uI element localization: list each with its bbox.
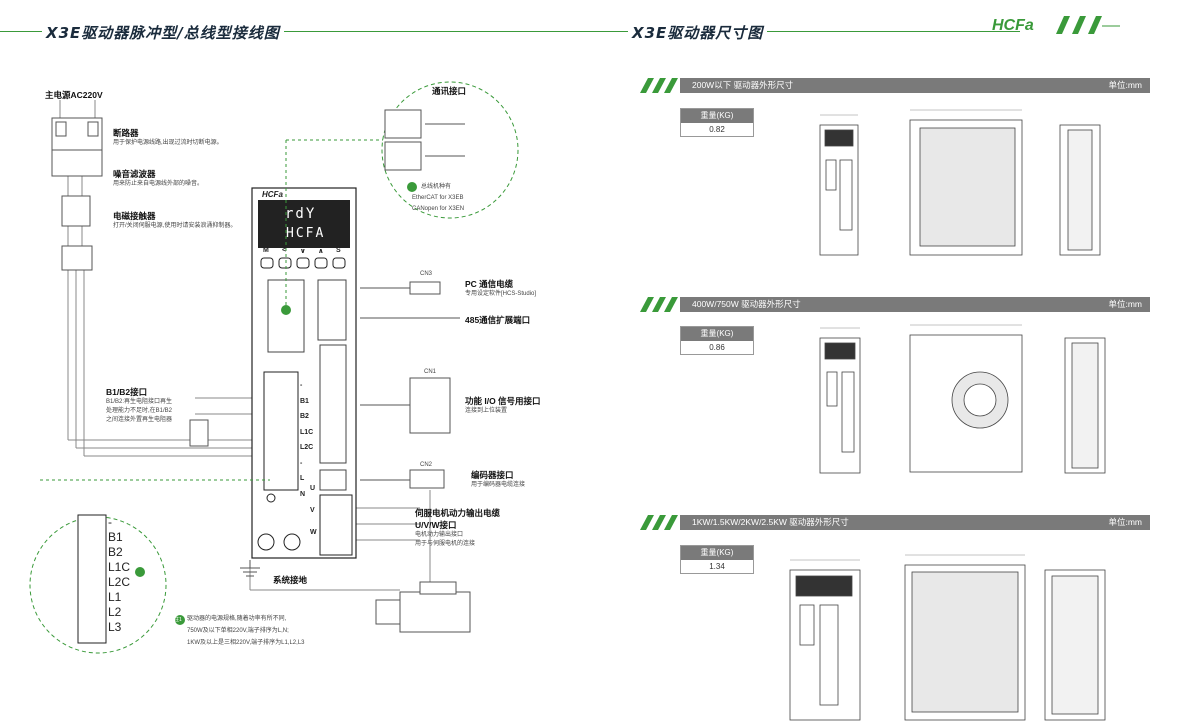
cn2-tag: CN2 (420, 462, 433, 468)
drive-brand: HCFa (262, 190, 283, 199)
display-bottom: HCFA (286, 226, 326, 241)
section-2-weight: 重量(KG) 0.86 (680, 326, 754, 355)
section-3-title: 1KW/1.5KW/2KW/2.5KW 驱动器外形尺寸 (692, 517, 849, 527)
note-line3: 1KW及以上是三相220V,端子排序为L1,L2,L3 (187, 640, 305, 646)
zoom-terminal-5: L2C (108, 575, 131, 589)
section-3-weight: 重量(KG) 1.34 (680, 545, 754, 574)
note-line1: 驱动器的电源规格,随着功率有所不同, (187, 616, 287, 622)
terminal-labels: - B1 B2 L1C L2C - L N (300, 378, 313, 502)
terminal-5: L2C (300, 444, 314, 451)
cn3-desc: 专用设定软件[HCS-Studio] (465, 291, 537, 297)
terminal-3: B2 (300, 413, 309, 420)
breaker-title: 断路器 (113, 128, 139, 138)
ground-label: 系统接地 (273, 575, 308, 585)
dimension-title: X3E驱动器尺寸图 (628, 22, 768, 43)
weight-value: 0.82 (709, 125, 725, 134)
weight-label: 重量(KG) (681, 546, 753, 560)
section-1-bar: 200W以下 驱动器外形尺寸 单位:mm (680, 78, 1150, 93)
zoom-terminal-7: L2 (108, 605, 122, 619)
filter-desc: 用来防止来自电源线外部的噪音。 (113, 181, 204, 187)
weight-label: 重量(KG) (681, 327, 753, 341)
section-2-bar: 400W/750W 驱动器外形尺寸 单位:mm (680, 297, 1150, 312)
wiring-title: X3E驱动器脉冲型/总线型接线图 (42, 22, 284, 43)
contactor-desc: 打开/关闭伺服电源,使用时请安装浪涌抑制器。 (113, 223, 237, 229)
cn3-tag: CN3 (420, 271, 433, 277)
zoom-terminal-4: L1C (108, 560, 131, 574)
section-1-weight: 重量(KG) 0.82 (680, 108, 754, 137)
note-line2: 750W及以下单相220V,端子排序为L,N; (187, 628, 289, 634)
section-2-unit: 单位:mm (1108, 299, 1142, 309)
b1b2-desc3: 之间连接外置再生电阻器 (106, 417, 173, 423)
cn1-desc: 连接到上位装置 (465, 408, 508, 414)
section-2-title: 400W/750W 驱动器外形尺寸 (692, 299, 801, 309)
b1b2-title: B1/B2接口 (106, 387, 148, 397)
motor-desc2: 用于与伺服电机的连接 (415, 541, 476, 547)
zoom-terminal-2: B1 (108, 530, 123, 544)
uvw-labels: U V W (310, 478, 317, 544)
weight-value: 1.34 (709, 562, 725, 571)
cn3-title: PC 通信电缆 (465, 279, 514, 289)
up-button[interactable]: ∧ (318, 248, 324, 255)
comm-note1: 总线机种有 (421, 184, 452, 190)
cn1-tag: CN1 (424, 369, 437, 375)
brand-text: HCFa (992, 17, 1034, 34)
filter-title: 噪音滤波器 (113, 169, 156, 179)
section-1-icon (640, 78, 680, 98)
set-button[interactable]: S (336, 247, 341, 254)
comm-note2: EtherCAT for X3EB (412, 195, 464, 201)
motor-title2: U/V/W接口 (415, 520, 457, 530)
terminal-8: N (300, 490, 306, 498)
section-1-unit: 单位:mm (1108, 80, 1142, 90)
wiring-diagram (29, 81, 519, 654)
motor-title: 伺服电机动力输出电缆 (415, 508, 501, 518)
dimension-drawings (789, 109, 1106, 721)
breaker-desc: 用于保护电源线路,出现过流时切断电源。 (113, 140, 223, 146)
motor-desc1: 电机动力输出接口 (415, 532, 464, 538)
section-1-title: 200W以下 驱动器外形尺寸 (692, 80, 794, 90)
comm-title: 通讯接口 (432, 86, 467, 96)
zoom-terminal-8: L3 (108, 620, 122, 634)
terminal-7: L (300, 475, 305, 482)
b1b2-desc1: B1/B2:再生电阻接口再生 (106, 399, 173, 405)
section-3-unit: 单位:mm (1108, 517, 1142, 527)
mode-button[interactable]: M (263, 247, 269, 254)
zoom-terminal-3: B2 (108, 545, 123, 559)
terminal-1: - (300, 382, 303, 389)
port485-title: 485通信扩展端口 (465, 315, 531, 325)
power-label: 主电源AC220V (45, 90, 103, 100)
shift-button[interactable]: < (282, 247, 287, 254)
cn2-desc: 用于编码器电缆连接 (471, 482, 526, 488)
zoom-terminal-1: - (108, 515, 112, 529)
b1b2-desc2: 处理能力不足时,在B1/B2 (106, 408, 173, 414)
terminal-u: U (310, 485, 316, 492)
terminal-w: W (310, 529, 317, 536)
terminal-4: L1C (300, 428, 314, 436)
contactor-title: 电磁接触器 (113, 211, 156, 221)
brand-logo: HCFa (990, 14, 1120, 41)
section-3-icon (640, 515, 680, 535)
down-button[interactable]: ∨ (300, 248, 306, 255)
zoom-terminal-labels: - B1 B2 L1C L2C L1 L2 L3 (108, 515, 130, 635)
cn1-title: 功能 I/O 信号用接口 (465, 396, 541, 406)
section-3-bar: 1KW/1.5KW/2KW/2.5KW 驱动器外形尺寸 单位:mm (680, 515, 1150, 530)
section-2-icon (640, 297, 680, 317)
terminal-6: - (300, 459, 303, 467)
terminal-v: V (310, 507, 315, 514)
comm-note3: CANopen for X3EN (412, 206, 465, 212)
weight-value: 0.86 (709, 343, 725, 352)
cn2-title: 编码器接口 (471, 470, 514, 480)
zoom-terminal-6: L1 (108, 590, 122, 604)
display-top: rdY (285, 206, 317, 222)
terminal-2: B1 (300, 397, 309, 405)
weight-label: 重量(KG) (681, 109, 753, 123)
note-badge: 注1 (174, 617, 182, 623)
